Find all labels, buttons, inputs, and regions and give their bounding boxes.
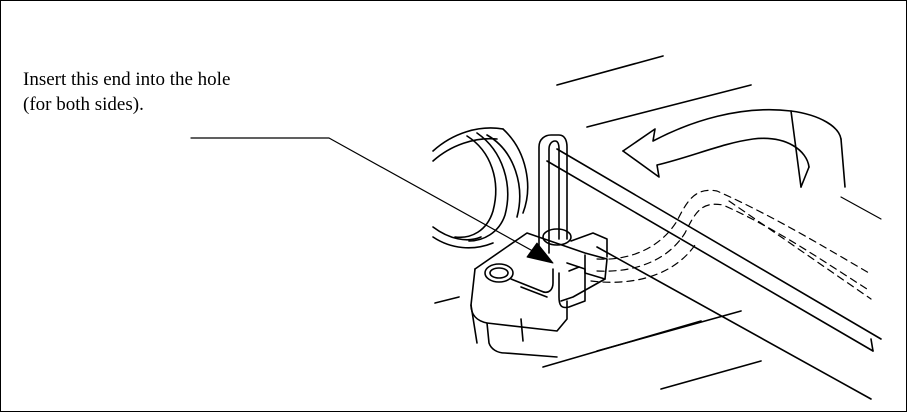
callout-line-2: (for both sides). [23, 94, 144, 115]
mounting-clip [470, 228, 608, 358]
top-line-2 [586, 84, 752, 128]
rotation-arrow-icon [622, 108, 846, 188]
callout-text: Insert this end into the hole (for both … [23, 67, 383, 117]
base-plate-lines [434, 296, 762, 390]
callout-line-1: Insert this end into the hole [23, 69, 231, 90]
bracket-pin [538, 134, 568, 254]
main-plate [546, 148, 882, 400]
hidden-cable-path [590, 189, 872, 300]
top-line-1 [556, 55, 664, 86]
callout-leader-arrow [190, 137, 554, 264]
left-curved-rail [432, 127, 529, 249]
